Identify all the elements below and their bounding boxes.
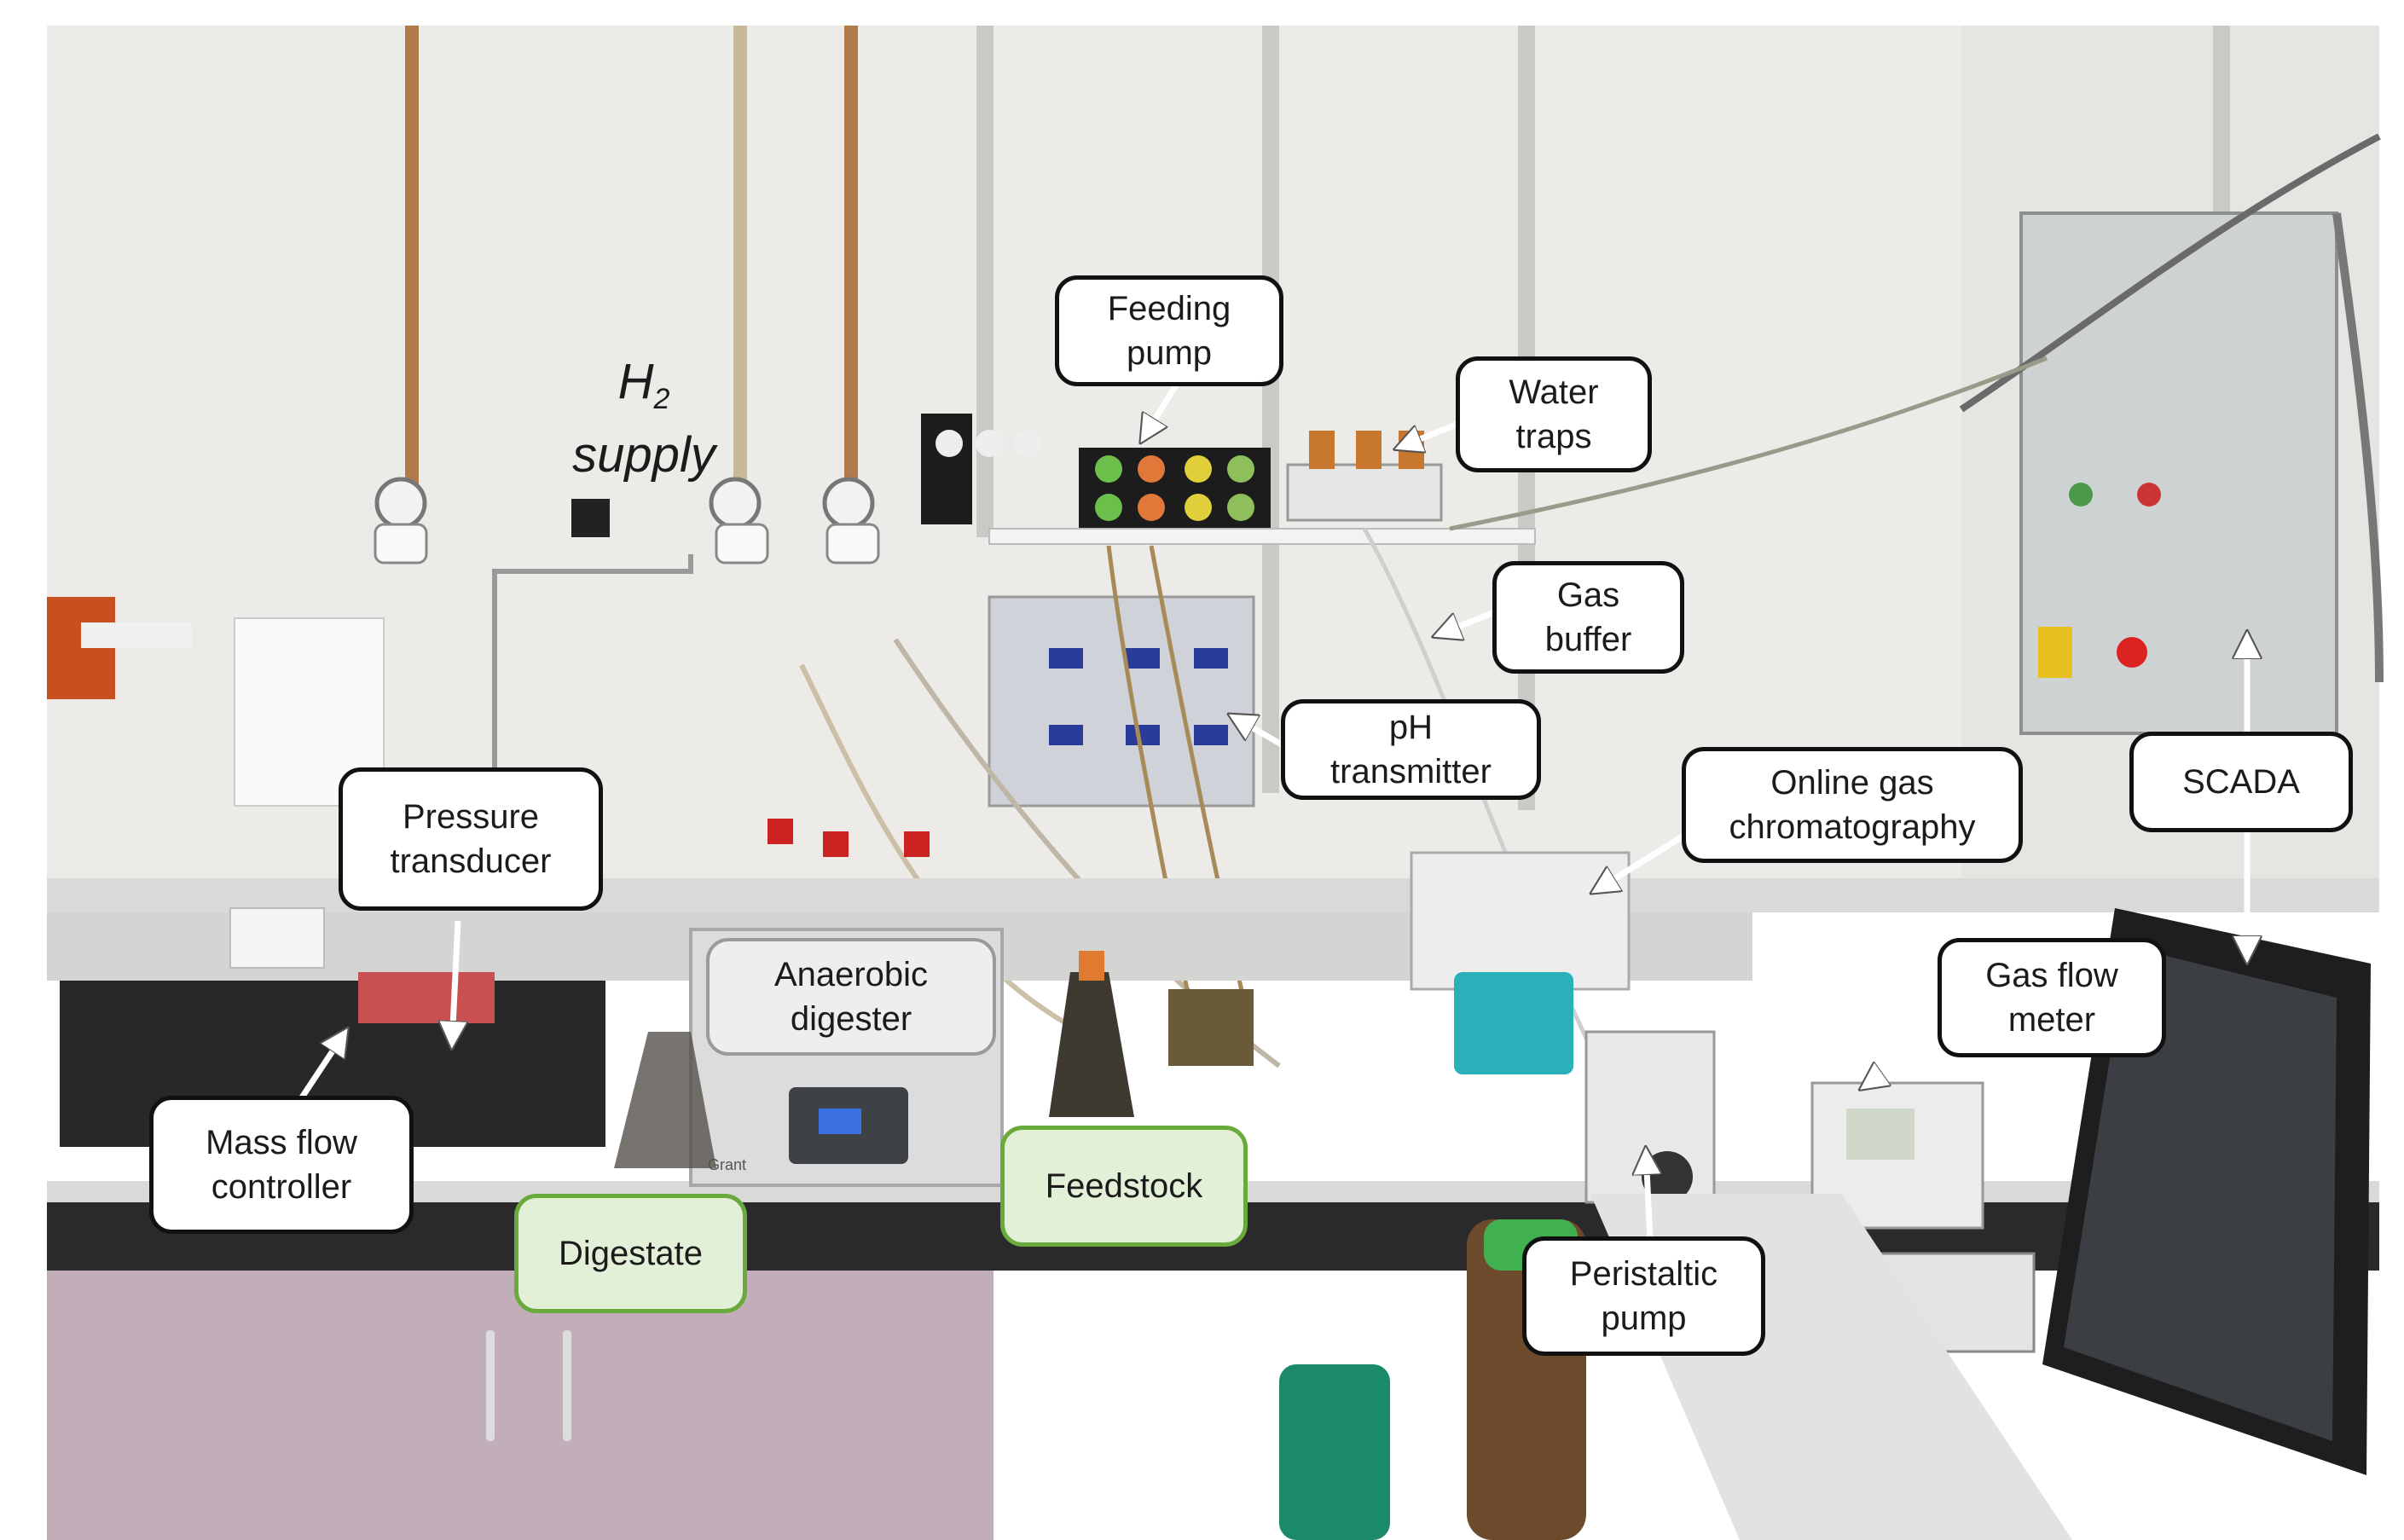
label-peristaltic-pump: Peristaltic pump — [1522, 1236, 1765, 1356]
label-online-gc: Online gas chromatography — [1682, 747, 2023, 863]
bath-brand: Grant — [708, 1156, 746, 1173]
label-water-traps: Water traps — [1456, 356, 1652, 472]
label-mass-flow-controller: Mass flow controller — [149, 1096, 414, 1234]
gc-instrument — [1410, 851, 1631, 991]
gas-pipe — [405, 26, 419, 503]
feeding-pump-heads — [936, 430, 1254, 521]
h2-supply-label: H2 supply — [572, 354, 715, 483]
label-feedstock: Feedstock — [1000, 1126, 1248, 1247]
label-gas-flow-meter: Gas flow meter — [1938, 938, 2166, 1057]
label-ph-transmitter: pH transmitter — [1281, 699, 1541, 800]
label-pressure-transducer: Pressure transducer — [339, 767, 603, 911]
label-anaerobic-digester: Anaerobic digester — [706, 938, 996, 1056]
gas-pipe — [844, 26, 858, 503]
label-gas-buffer: Gas buffer — [1492, 561, 1684, 674]
label-digestate: Digestate — [514, 1194, 747, 1313]
lower-cabinet — [47, 1271, 993, 1540]
label-scada: SCADA — [2129, 732, 2353, 832]
gas-pipe — [733, 26, 747, 503]
label-feeding-pump: Feeding pump — [1055, 275, 1283, 386]
